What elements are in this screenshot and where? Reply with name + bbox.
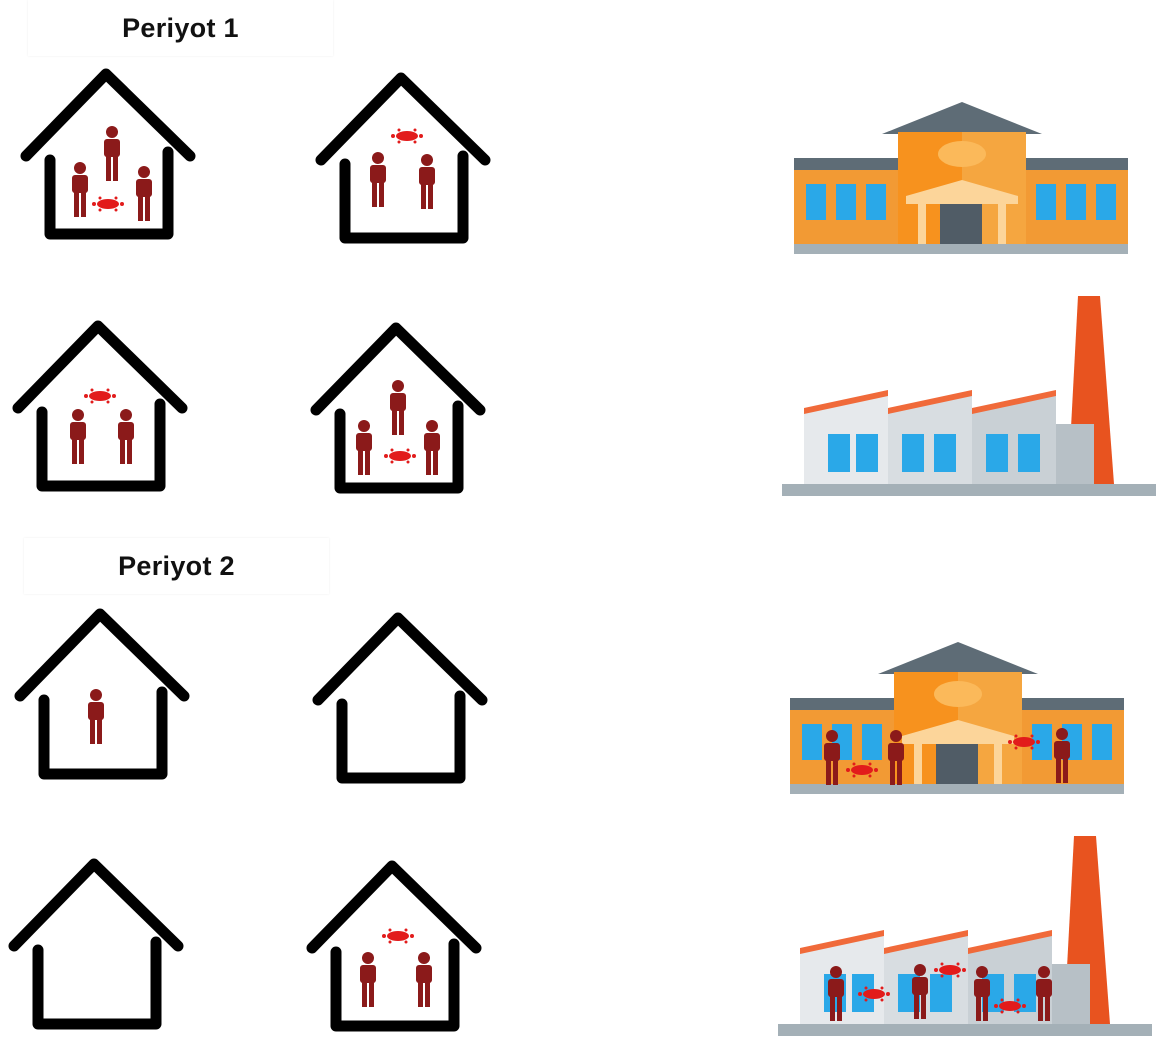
house-outline-icon: [306, 860, 482, 1032]
house-icon: [8, 856, 188, 1036]
virus-icon: [846, 762, 878, 778]
virus-icon: [1008, 734, 1040, 750]
person-icon: [72, 162, 88, 217]
period-1-label: Periyot 1: [28, 0, 333, 56]
person-icon: [416, 952, 432, 1007]
person-icon: [888, 730, 904, 785]
school-building-icon: [790, 638, 1124, 796]
person-icon: [419, 154, 435, 209]
house-outline-icon: [14, 608, 190, 780]
virus-icon: [994, 998, 1026, 1014]
virus-icon: [92, 196, 124, 212]
person-icon: [88, 689, 104, 744]
virus-icon: [384, 448, 416, 464]
virus-icon: [84, 388, 116, 404]
person-icon: [1054, 728, 1070, 783]
person-icon: [424, 420, 440, 475]
virus-icon: [391, 128, 423, 144]
virus-icon: [858, 986, 890, 1002]
factory-icon: [782, 296, 1156, 500]
house-outline-icon: [12, 320, 188, 492]
house-icon: [315, 70, 495, 250]
house-icon: [20, 66, 200, 246]
house-outline-icon: [310, 322, 486, 494]
person-icon: [118, 409, 134, 464]
person-icon: [356, 420, 372, 475]
house-icon: [306, 858, 486, 1038]
factory-icon: [778, 836, 1152, 1040]
person-icon: [824, 730, 840, 785]
house-outline-icon: [315, 72, 491, 244]
person-icon: [390, 380, 406, 435]
person-icon: [1036, 966, 1052, 1021]
virus-icon: [934, 962, 966, 978]
person-icon: [974, 966, 990, 1021]
house-outline-icon: [20, 68, 196, 240]
person-icon: [828, 966, 844, 1021]
house-icon: [14, 606, 194, 786]
person-icon: [104, 126, 120, 181]
house-icon: [312, 610, 492, 790]
virus-icon: [382, 928, 414, 944]
house-outline-icon: [312, 612, 488, 784]
house-icon: [310, 320, 490, 500]
person-icon: [70, 409, 86, 464]
house-outline-icon: [8, 858, 184, 1030]
house-icon: [12, 318, 192, 498]
person-icon: [912, 964, 928, 1019]
person-icon: [360, 952, 376, 1007]
school-building-icon: [794, 98, 1128, 256]
period-2-label: Periyot 2: [24, 538, 329, 594]
person-icon: [136, 166, 152, 221]
person-icon: [370, 152, 386, 207]
